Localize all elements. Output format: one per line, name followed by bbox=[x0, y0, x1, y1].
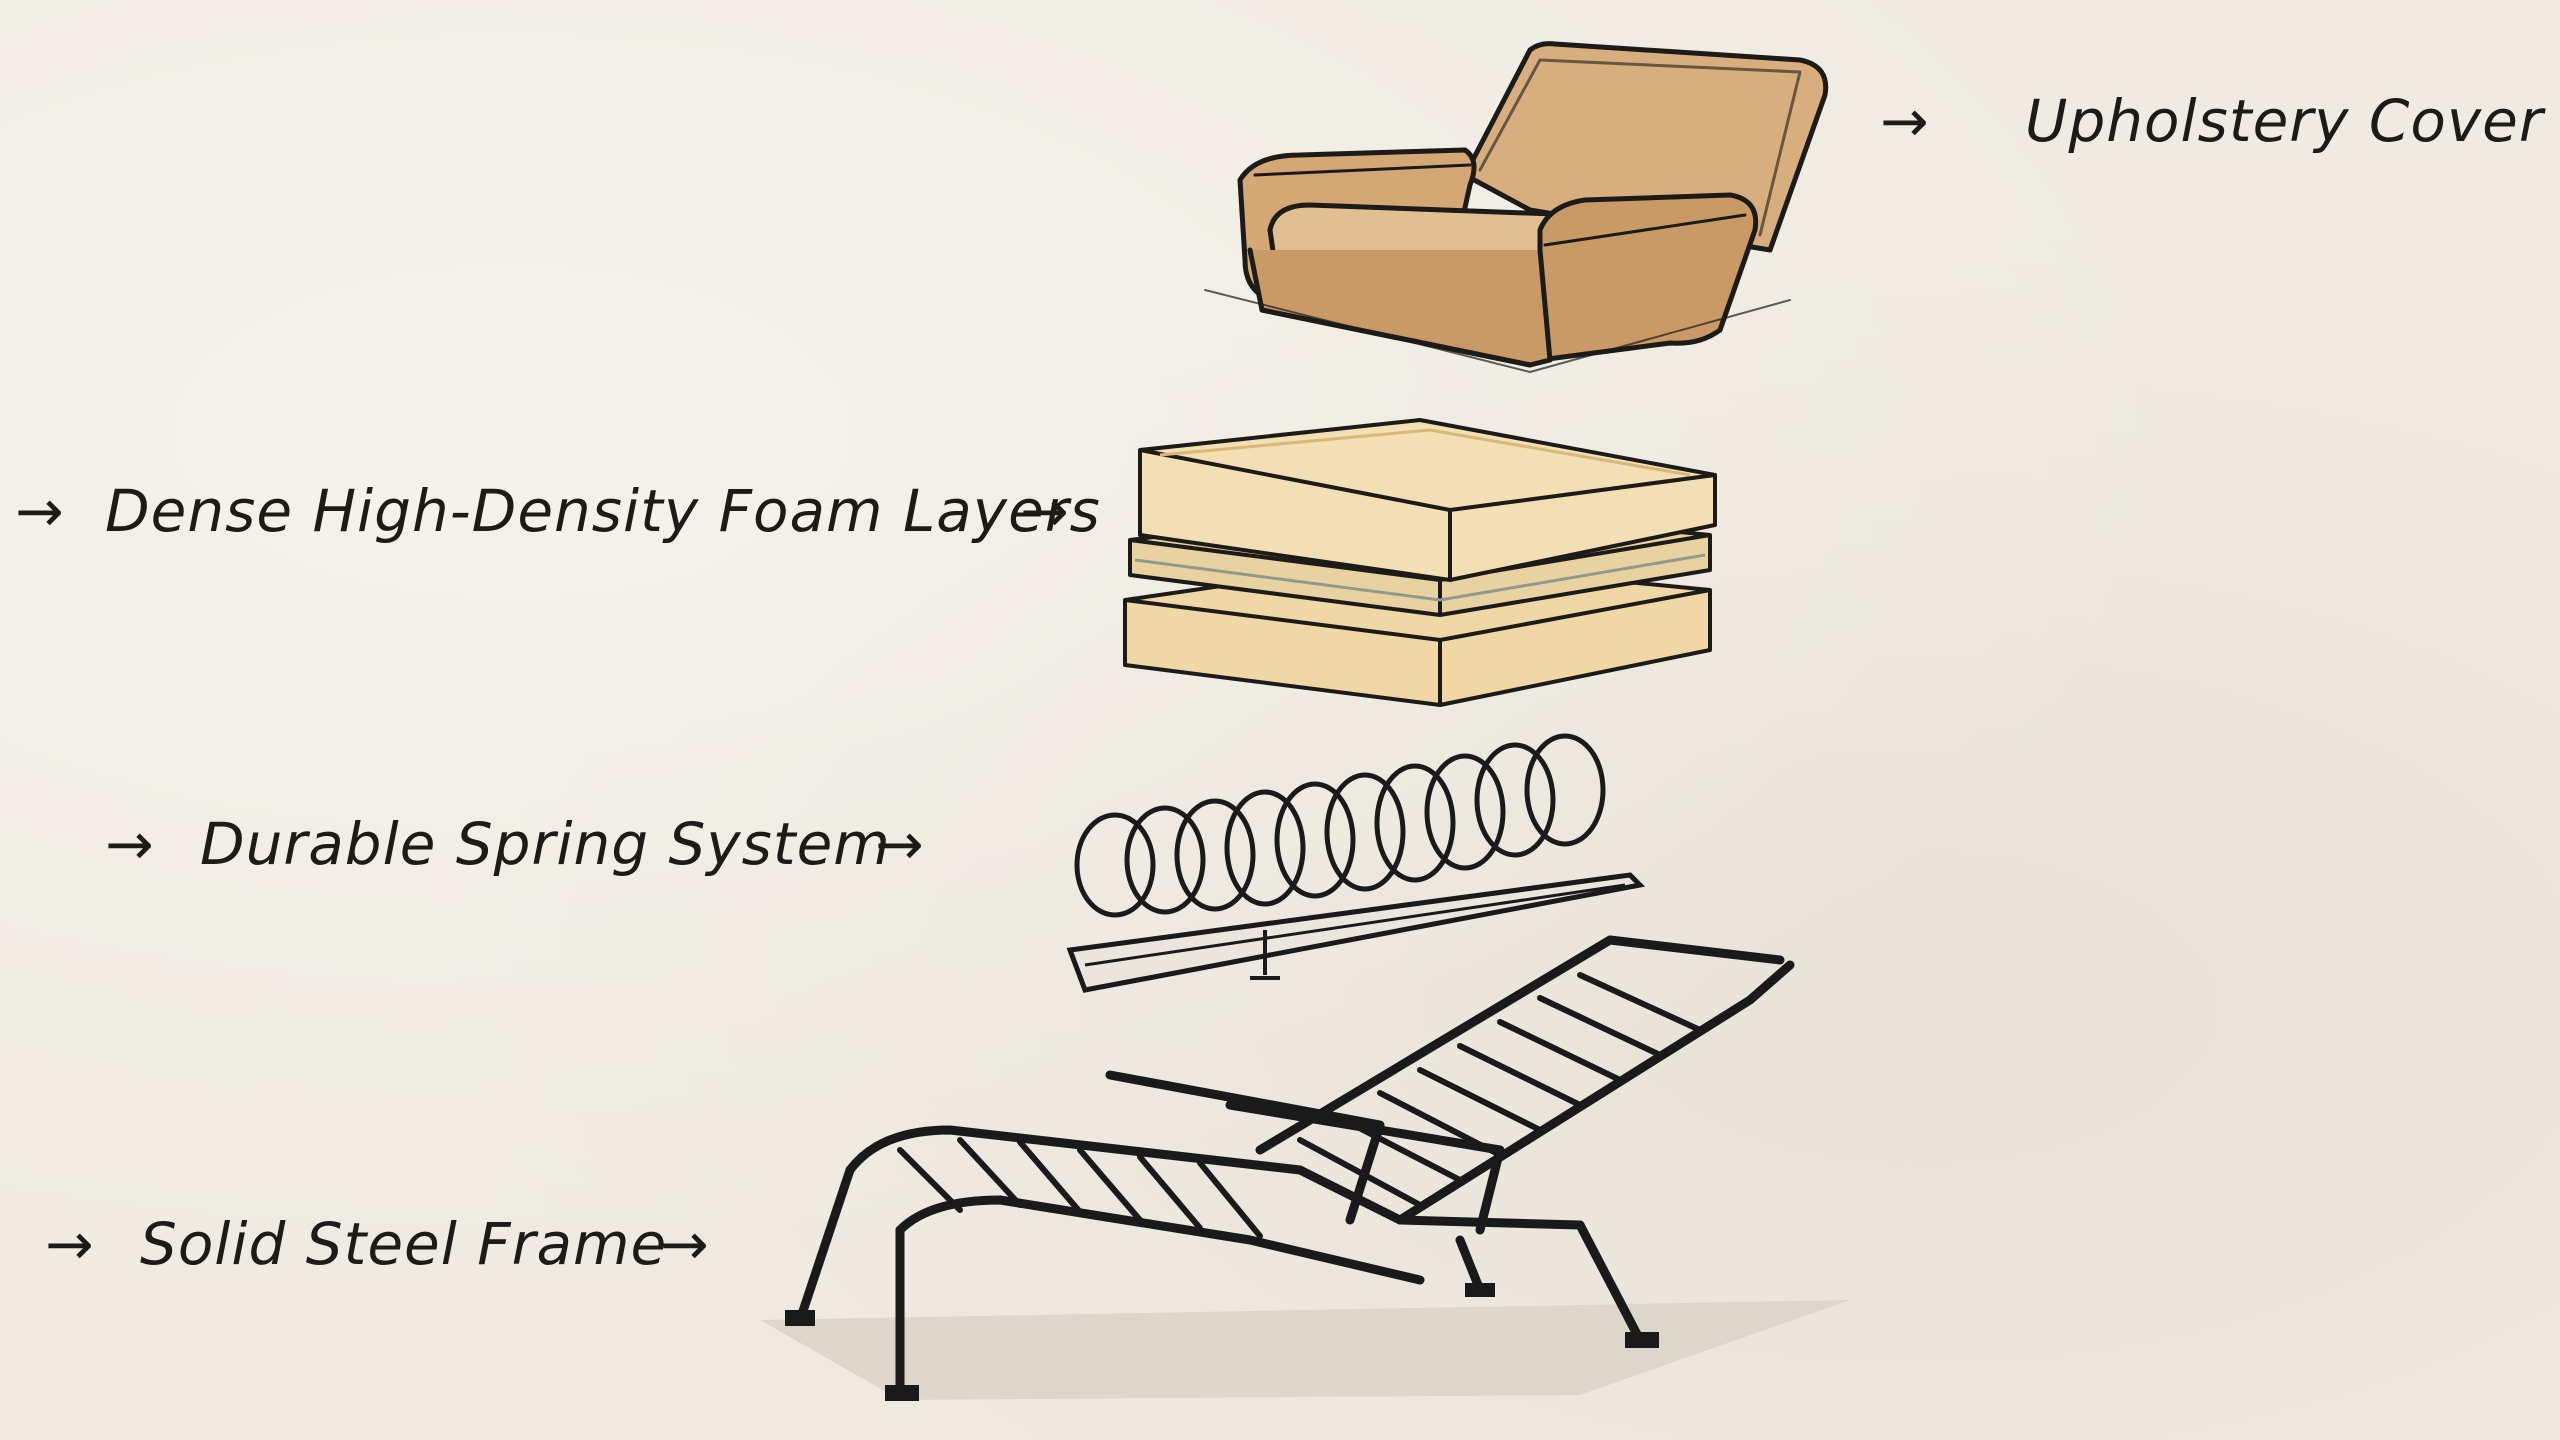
spring-right-arrow-icon: → bbox=[875, 810, 924, 878]
label-spring-system: Durable Spring System bbox=[200, 810, 891, 878]
spring-left-arrow-icon: → bbox=[105, 810, 154, 878]
armchair-illustration bbox=[1204, 41, 1829, 373]
foam-right-arrow-icon: → bbox=[1020, 477, 1069, 545]
foam-layers-illustration bbox=[1123, 418, 1717, 707]
upholstery-arrow-icon: → bbox=[1880, 87, 1929, 155]
label-foam-layers: Dense High-Density Foam Layers bbox=[105, 477, 1101, 545]
frame-right-arrow-icon: → bbox=[660, 1210, 709, 1278]
spring-system-illustration bbox=[1066, 733, 1646, 993]
label-steel-frame: Solid Steel Frame bbox=[140, 1210, 668, 1278]
foam-left-arrow-icon: → bbox=[15, 477, 64, 545]
frame-left-arrow-icon: → bbox=[45, 1210, 94, 1278]
steel-frame-illustration bbox=[760, 935, 1850, 1401]
label-upholstery-cover: Upholstery Cover bbox=[2025, 87, 2544, 155]
